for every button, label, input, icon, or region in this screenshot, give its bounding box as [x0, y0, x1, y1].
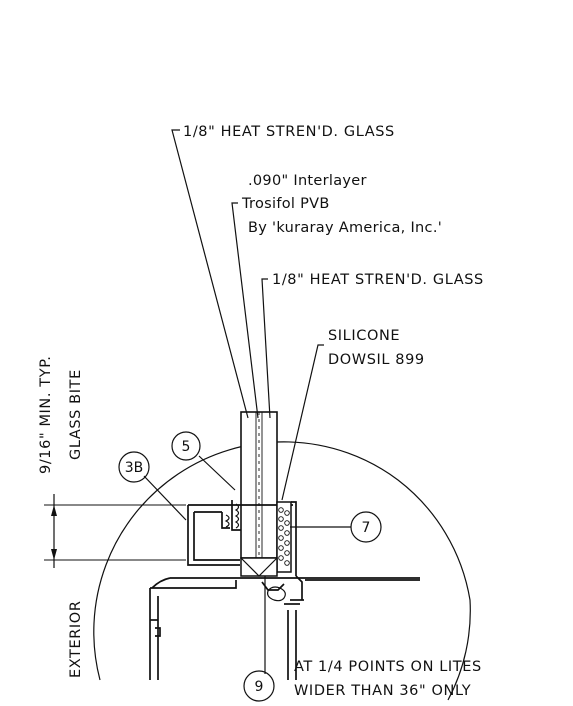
svg-text:3B: 3B [125, 460, 144, 476]
outer-glass-label: 1/8" HEAT STREN'D. GLASS [183, 124, 395, 140]
callout-3b: 3B [118, 451, 150, 483]
interlayer-label-3: By 'kuraray America, Inc.' [248, 220, 442, 236]
svg-text:7: 7 [362, 520, 371, 536]
callout-7: 7 [350, 511, 382, 543]
silicone-label-2: DOWSIL 899 [328, 352, 425, 368]
bite-label-2: GLASS BITE [68, 369, 84, 460]
inner-glass-label: 1/8" HEAT STREN'D. GLASS [272, 272, 484, 288]
exterior-label: EXTERIOR [68, 601, 84, 679]
callout-9: 9 [243, 670, 275, 702]
laminated-glass [240, 411, 278, 559]
frame-pocket [187, 504, 293, 566]
leader-lines [143, 129, 351, 674]
setting-block [240, 557, 278, 577]
bite-label-1: 9/16" MIN. TYP. [38, 355, 54, 474]
interlayer-label-2: Trosifol PVB [241, 196, 330, 212]
setting-block-label-1: AT 1/4 POINTS ON LITES [294, 659, 482, 675]
exterior-gasket [221, 500, 241, 531]
interlayer-label-1: .090" Interlayer [248, 173, 367, 189]
svg-text:5: 5 [182, 439, 191, 455]
svg-text:9: 9 [255, 679, 264, 695]
callout-5: 5 [171, 431, 201, 461]
setting-block-label-2: WIDER THAN 36" ONLY [294, 683, 471, 699]
sill-extrusion [149, 575, 420, 680]
interior-silicone [276, 501, 297, 576]
silicone-label-1: SILICONE [328, 328, 400, 344]
glass-bite-dimension [44, 494, 186, 568]
